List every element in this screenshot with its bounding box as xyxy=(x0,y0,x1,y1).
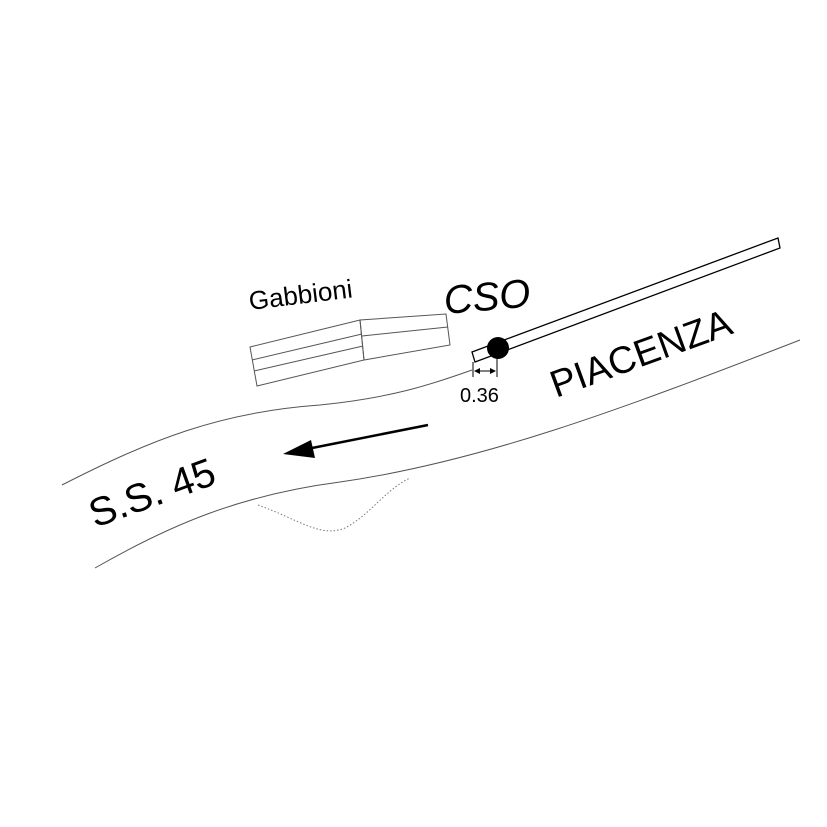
gabion-left-divider xyxy=(251,333,363,361)
dimension-arrow-right-icon xyxy=(490,368,496,374)
gabbioni-structure xyxy=(249,313,451,387)
gabion-right xyxy=(359,313,451,361)
dimension-arrow-left-icon xyxy=(474,368,480,374)
cso-label: CSO xyxy=(442,272,532,323)
gabion-right-divider xyxy=(361,326,449,337)
direction-arrow-icon xyxy=(283,423,429,458)
conduit-pipe xyxy=(471,237,781,363)
gabion-left-divider-2 xyxy=(253,345,364,372)
gabion-left xyxy=(249,319,365,387)
dotted-ditch xyxy=(257,477,411,532)
gabbioni-label: Gabbioni xyxy=(247,273,354,315)
road-edge-lower xyxy=(94,339,801,569)
road-edge-upper xyxy=(61,369,473,486)
cso-marker-icon xyxy=(487,337,509,359)
dimension-indicator xyxy=(472,358,498,377)
road-name-label: S.S. 45 xyxy=(83,450,221,536)
dimension-label: 0.36 xyxy=(460,385,499,407)
